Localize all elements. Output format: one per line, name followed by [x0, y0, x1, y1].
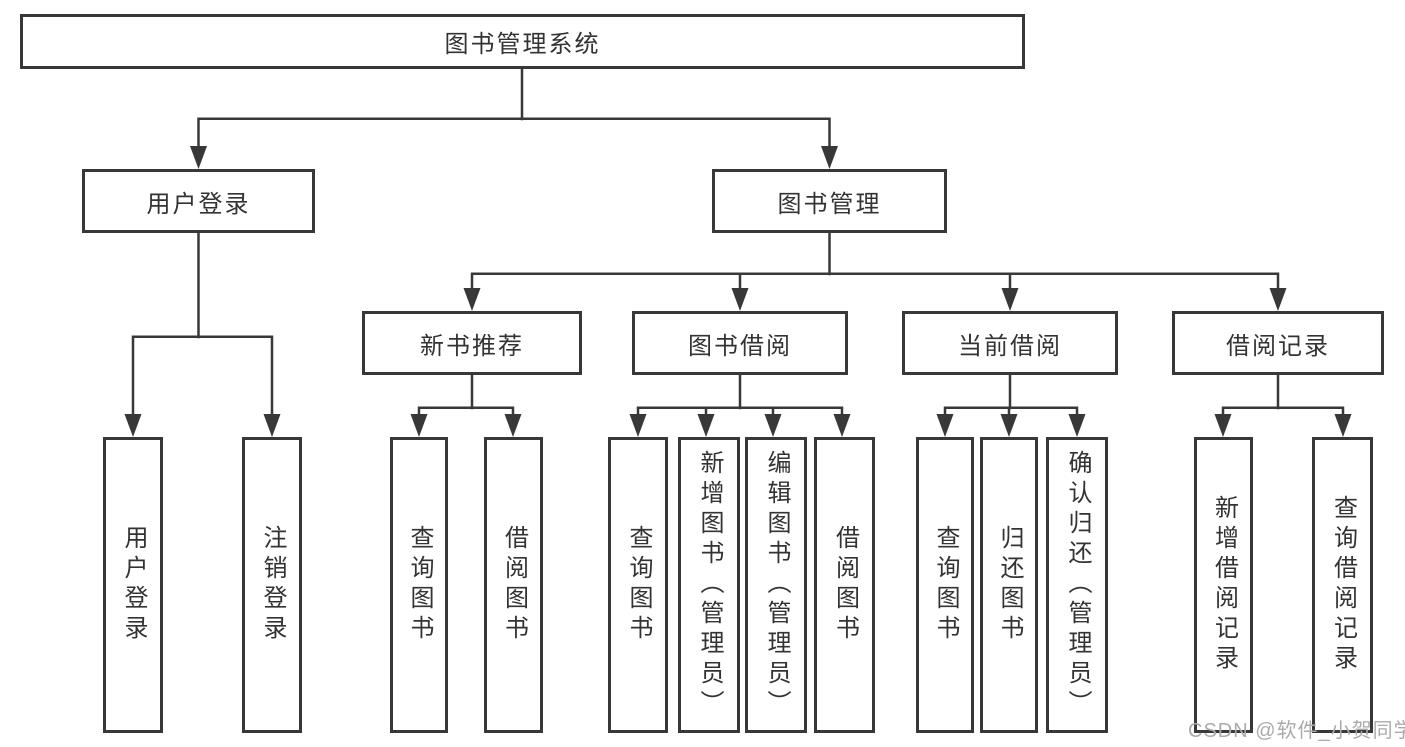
node-book-borrowing: 图书借阅 [632, 311, 848, 375]
node-label: 新增借阅记录 [1210, 495, 1238, 675]
node-label: 图书借阅 [688, 332, 792, 360]
arrowhead [410, 414, 428, 437]
node-label: 用户登录 [146, 190, 251, 218]
node-borrowing-records: 借阅记录 [1172, 311, 1384, 375]
arrowhead [1068, 414, 1086, 437]
leaf-query-borrow-record: 查询借阅记录 [1312, 437, 1373, 733]
leaf-add-books-admin: 新增图书（管理员） [678, 437, 740, 733]
connector-borrowing-records-to-children [1221, 373, 1345, 420]
leaf-query-books-borrowing: 查询图书 [608, 437, 668, 733]
arrowhead [504, 414, 522, 437]
arrowhead [190, 146, 207, 169]
node-label: 借阅图书 [500, 525, 528, 645]
arrowhead [1001, 288, 1019, 311]
node-label: 确认归还（管理员） [1064, 450, 1091, 720]
leaf-query-books-current: 查询图书 [916, 437, 974, 733]
arrowhead [697, 414, 715, 437]
arrowhead [1214, 414, 1232, 437]
node-label: 用户登录 [120, 525, 147, 645]
node-label: 借阅图书 [831, 525, 859, 645]
leaf-borrow-books: 借阅图书 [814, 437, 875, 733]
arrowhead [629, 414, 647, 437]
node-current-borrowing: 当前借阅 [902, 311, 1118, 375]
arrowhead [821, 146, 838, 169]
arrowhead [263, 414, 281, 437]
leaf-borrow-books-recommend: 借阅图书 [484, 437, 543, 733]
arrowhead [936, 414, 954, 437]
leaf-confirm-return-admin: 确认归还（管理员） [1046, 437, 1108, 733]
connector-book-borrowing-to-children [636, 373, 844, 420]
node-user-login: 用户登录 [82, 169, 315, 233]
connector-root-to-level2 [197, 67, 831, 152]
leaf-add-borrow-record: 新增借阅记录 [1194, 437, 1253, 733]
arrowhead [463, 288, 481, 311]
node-label: 查询图书 [625, 525, 652, 645]
node-label: 新增图书（管理员） [696, 450, 723, 720]
arrowheads [124, 146, 1352, 437]
node-book-management: 图书管理 [712, 169, 947, 233]
node-label: 编辑图书（管理员） [763, 450, 790, 720]
node-label: 注销登录 [259, 525, 286, 645]
leaf-query-books-recommend: 查询图书 [390, 437, 448, 733]
leaf-user-login: 用户登录 [103, 437, 163, 733]
leaf-edit-books-admin: 编辑图书（管理员） [745, 437, 807, 733]
connector-user-login-to-children [131, 231, 274, 420]
leaf-logout: 注销登录 [242, 437, 302, 733]
node-label: 查询借阅记录 [1329, 495, 1357, 675]
leaf-return-books: 归还图书 [980, 437, 1038, 733]
node-label: 新书推荐 [420, 332, 524, 360]
node-label: 图书管理系统 [444, 31, 601, 58]
node-label: 借阅记录 [1226, 332, 1330, 360]
arrowhead [1269, 288, 1287, 311]
node-label: 查询图书 [932, 525, 959, 645]
node-label: 图书管理 [777, 190, 882, 218]
connector-new-book-recommend-to-children [417, 373, 515, 420]
csdn-watermark: CSDN @软件_小贺同学 [1188, 720, 1405, 742]
connector-book-management-to-level3 [470, 231, 1280, 294]
node-new-book-recommend: 新书推荐 [362, 311, 582, 375]
arrowhead [764, 414, 782, 437]
arrowhead [1000, 414, 1018, 437]
arrowhead [1334, 414, 1352, 437]
node-root-system: 图书管理系统 [20, 14, 1025, 69]
node-label: 归还图书 [996, 525, 1023, 645]
arrowhead [833, 414, 851, 437]
node-label: 当前借阅 [958, 332, 1062, 360]
connector-current-borrowing-to-children [943, 373, 1079, 420]
arrowhead [124, 414, 142, 437]
node-label: 查询图书 [406, 525, 433, 645]
arrowhead [731, 288, 749, 311]
